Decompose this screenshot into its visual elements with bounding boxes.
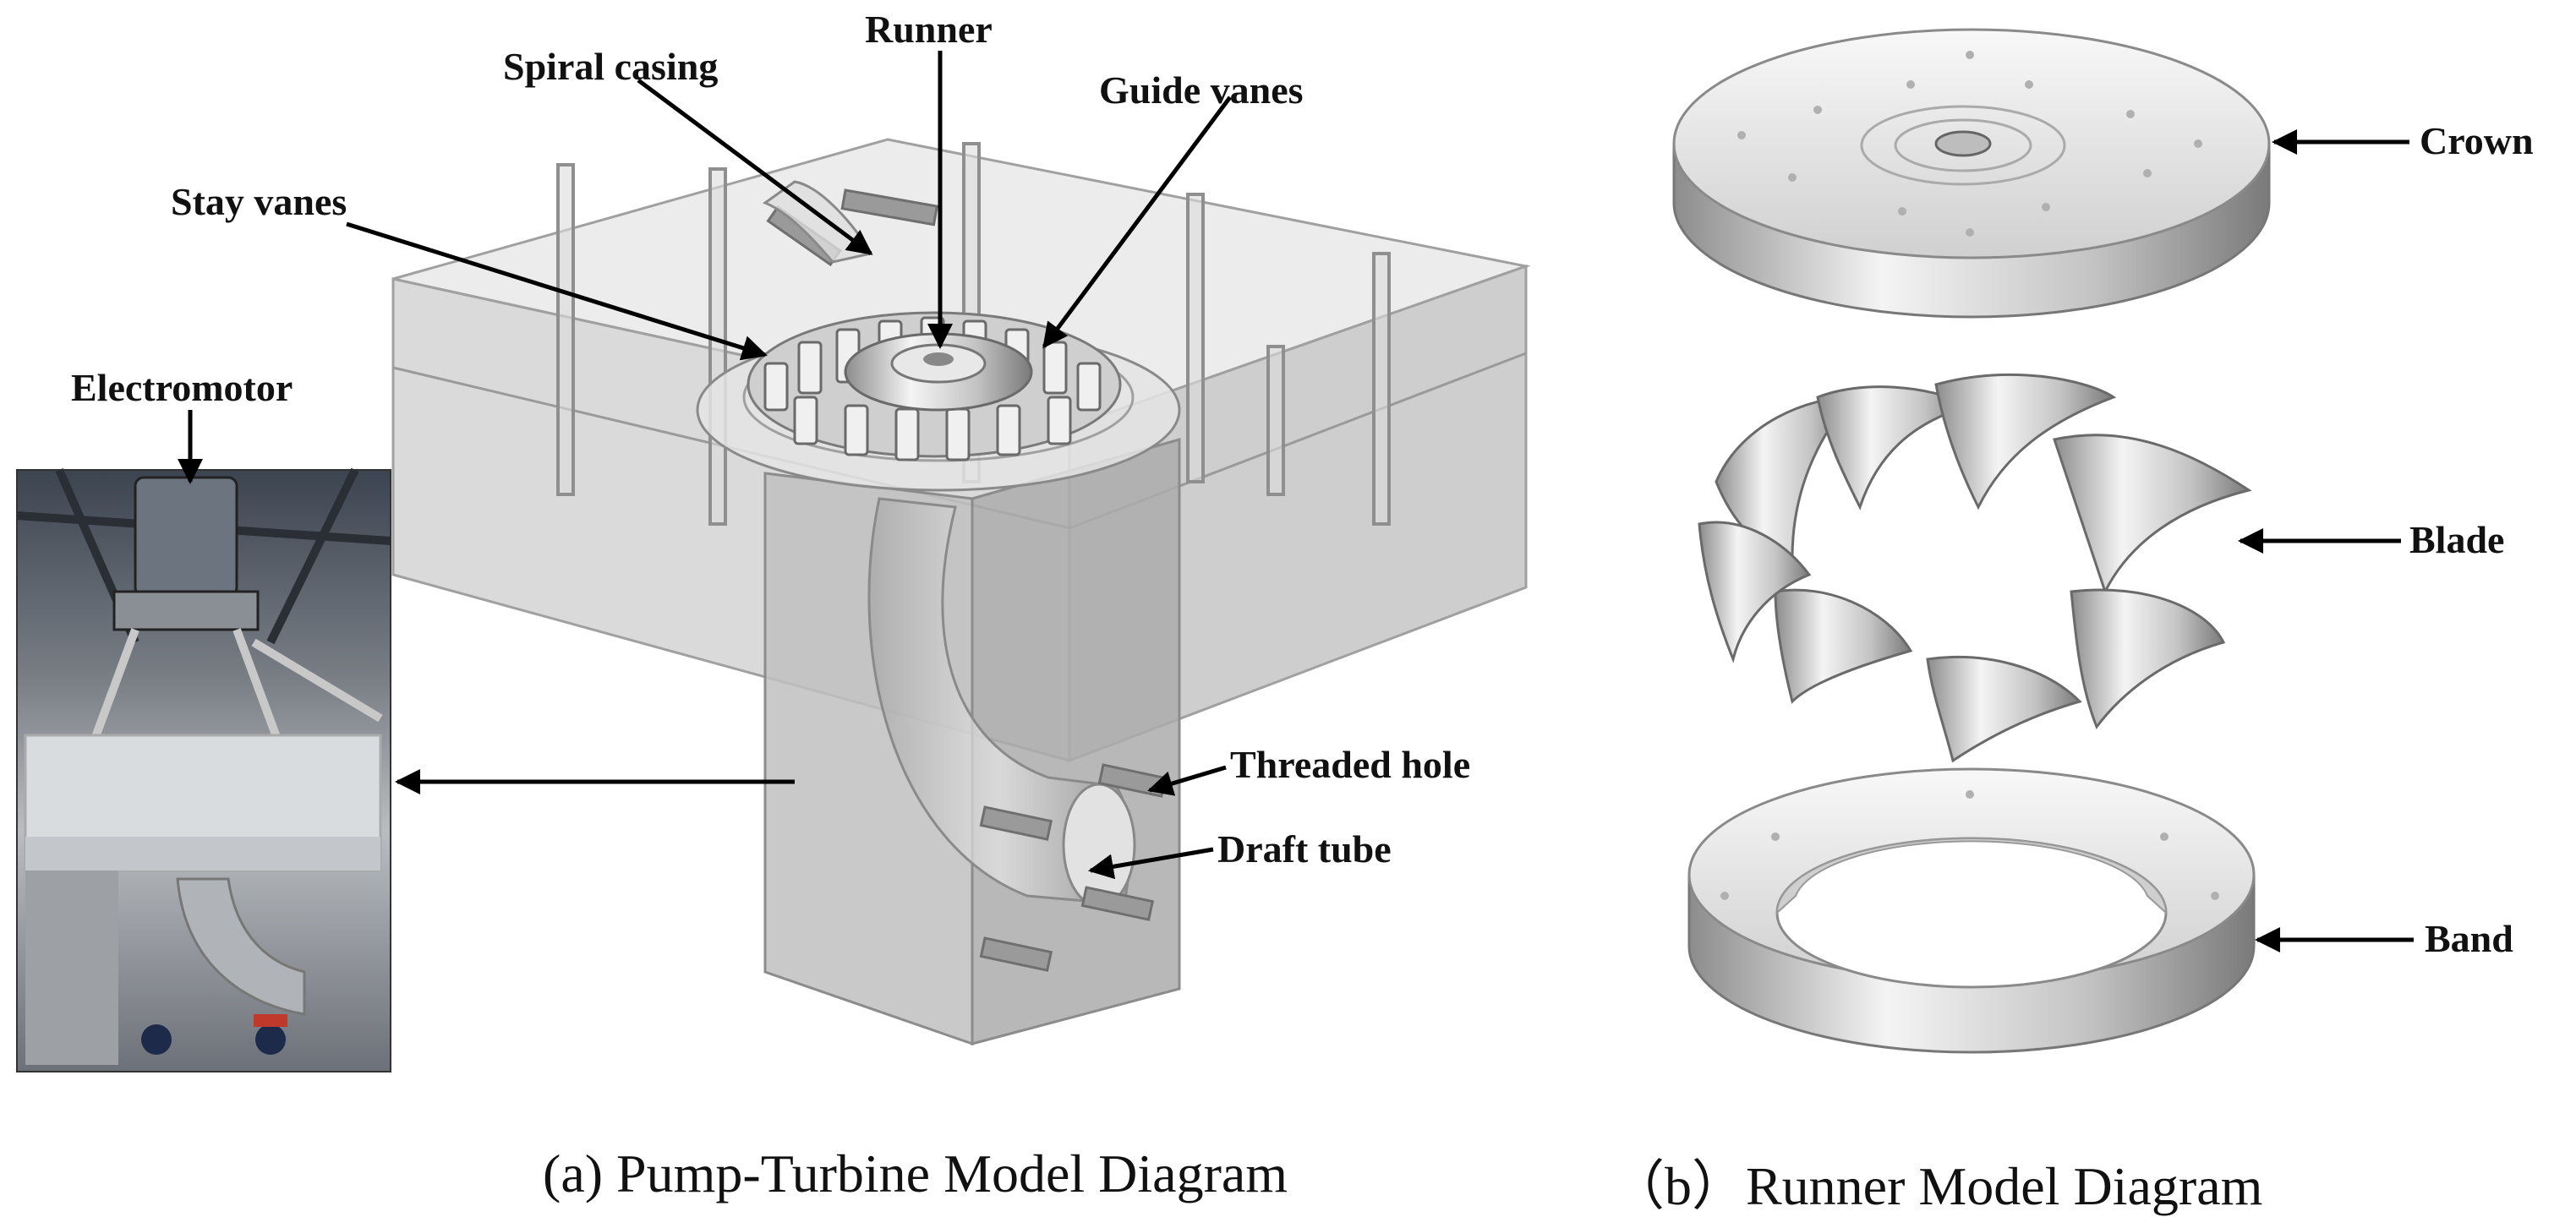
label-runner: Runner (865, 8, 993, 51)
label-guide-vanes: Guide vanes (1099, 68, 1304, 112)
label-threaded-hole: Threaded hole (1230, 743, 1471, 786)
blade-part (1698, 373, 2252, 763)
crown-part (1672, 28, 2271, 319)
label-blade: Blade (2409, 518, 2505, 561)
panel-a-arrows (178, 51, 1233, 880)
arrow-guide-vanes (1042, 96, 1233, 349)
arrow-threaded-hole (1147, 765, 1227, 796)
arrow-stay-vanes (346, 221, 768, 361)
label-band: Band (2425, 917, 2513, 960)
pump-turbine-model (391, 138, 1531, 1046)
label-crown: Crown (2420, 119, 2534, 162)
arrow-spiral-casing (637, 78, 873, 256)
label-stay-vanes: Stay vanes (171, 180, 347, 223)
label-draft-tube: Draft tube (1217, 827, 1392, 871)
label-electromotor: Electromotor (71, 366, 293, 409)
band-part (1687, 767, 2256, 1054)
caption-panel-b: （b）Runner Model Diagram (1611, 1156, 2263, 1216)
arrow-draft-tube (1088, 847, 1214, 880)
panel-b-arrows (2238, 129, 2414, 952)
label-spiral-casing: Spiral casing (503, 45, 719, 88)
caption-panel-a: (a) Pump-Turbine Model Diagram (543, 1143, 1288, 1203)
electromotor-photo (16, 467, 391, 1072)
